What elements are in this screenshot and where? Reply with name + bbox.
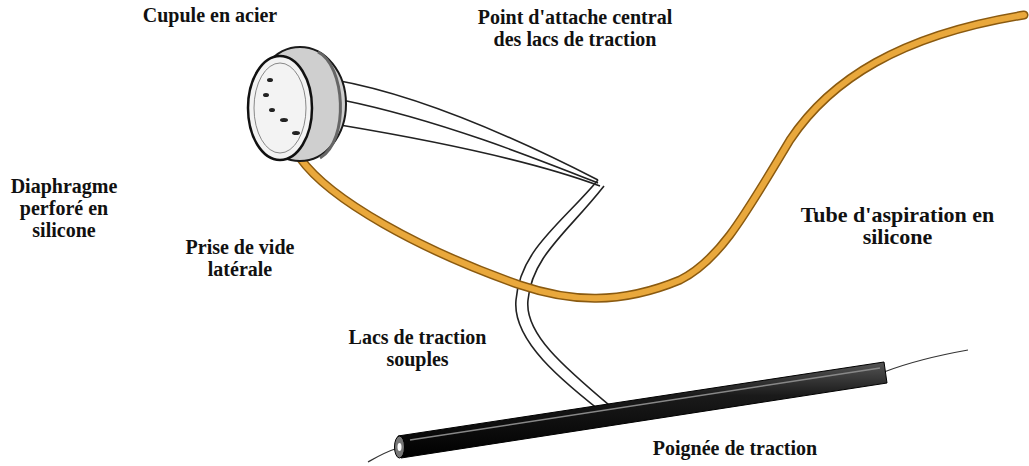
steel-cup [248,47,346,161]
part-label: Cupule en acier [120,4,300,26]
part-label: Diaphragme perforé en silicone [3,175,125,241]
part-label: Prise de vide latérale [165,236,315,280]
part-label: Poignée de traction [600,437,870,459]
part-label: Tube d'aspiration en silicone [795,204,1000,248]
traction-handle [395,362,888,458]
handle-string [368,350,968,462]
part-label: Point d'attache central des lacs de trac… [475,6,675,50]
part-label: Lacs de traction souples [335,326,500,370]
suction-tube [300,15,1024,298]
traction-cords [335,80,622,420]
diaphragm-holes [263,78,300,135]
